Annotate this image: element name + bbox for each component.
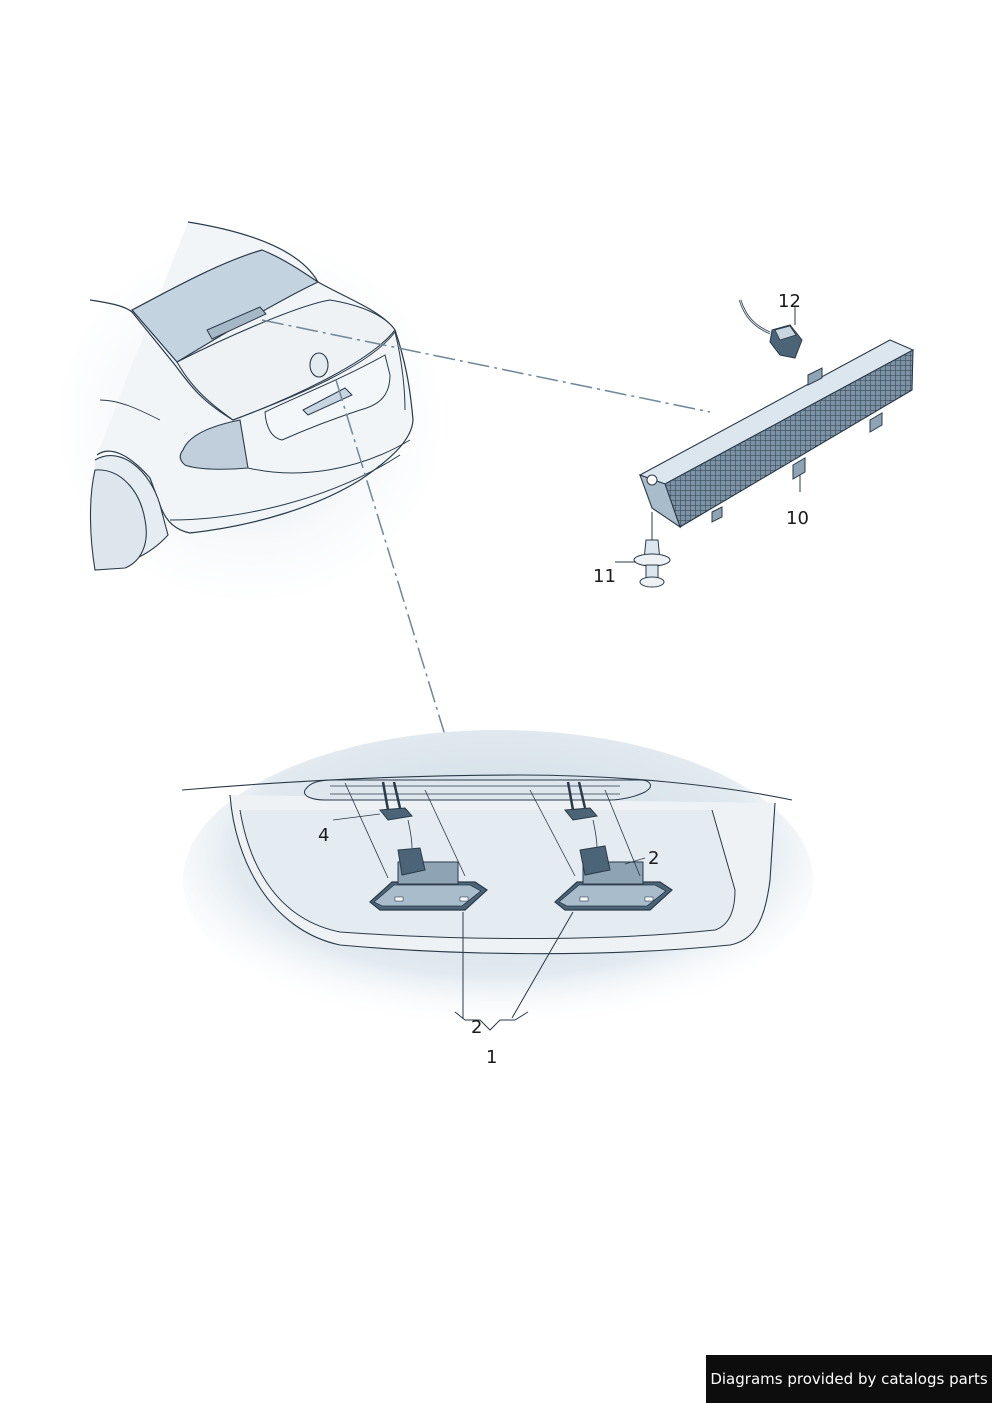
tail-light [179, 419, 249, 470]
credit-banner: Diagrams provided by catalogs parts [706, 1355, 992, 1403]
tire [89, 469, 147, 571]
callout-10: 10 [786, 508, 809, 529]
callout-12: 12 [778, 291, 801, 312]
bulb-holder-left [379, 781, 413, 849]
callout-2-group: 2 [471, 1017, 482, 1038]
connector-12 [738, 299, 803, 359]
car-emblem [309, 352, 329, 378]
high-brake-light-car [206, 306, 267, 340]
bulb-holder-right [564, 781, 598, 849]
brake-light-assembly [638, 339, 915, 529]
guide-lines [332, 782, 646, 879]
brake-light-lens [664, 349, 914, 528]
callout-2-right: 2 [648, 848, 659, 869]
plate-light-right [554, 845, 673, 911]
callout-1: 1 [486, 1047, 497, 1068]
callout-4: 4 [318, 825, 329, 846]
leader-lines [261, 319, 711, 759]
trunk-lid-detail [181, 730, 813, 1030]
car-rear-illustration [60, 221, 440, 600]
callout-11: 11 [593, 566, 616, 587]
expansion-clip-11 [615, 512, 671, 588]
callout-leaders [454, 911, 574, 1031]
plate-light-left [369, 847, 488, 911]
